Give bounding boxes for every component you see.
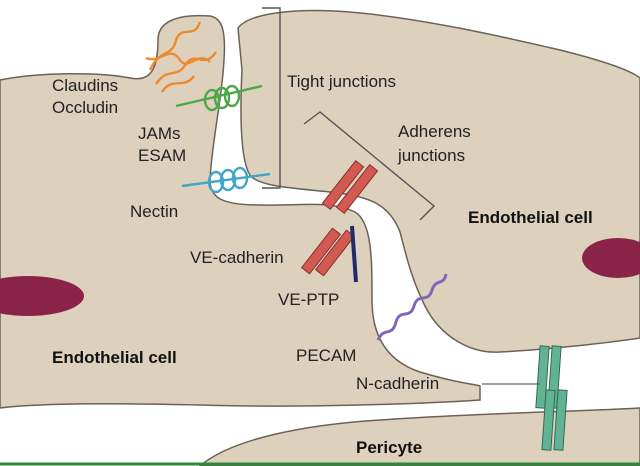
nectin-protein	[181, 166, 271, 194]
label-esam: ESAM	[138, 146, 187, 165]
label-claudins: Claudins	[52, 76, 119, 95]
label-nectin: Nectin	[130, 202, 179, 221]
right-nucleus	[582, 238, 640, 278]
ve-ptp-protein	[350, 225, 358, 283]
tight-junctions-bracket	[262, 7, 281, 189]
label-pecam: PECAM	[296, 346, 357, 365]
right-endothelial-cell	[237, 9, 640, 353]
n-cadherin-protein	[535, 345, 568, 451]
label-adherens-junctions-line2: junctions	[398, 146, 466, 165]
left-endothelial-cell	[0, 14, 481, 409]
label-pericyte: Pericyte	[356, 438, 423, 457]
label-endothelial-cell-left: Endothelial cell	[52, 348, 177, 367]
claudins-occludin-protein	[145, 21, 217, 93]
ve-cadherin-protein	[300, 159, 379, 277]
jams-esam-protein	[175, 84, 263, 112]
label-occludin: Occludin	[52, 98, 119, 117]
label-endothelial-cell-right: Endothelial cell	[468, 208, 593, 227]
pericyte-cell	[198, 407, 640, 466]
pecam-protein	[376, 273, 448, 341]
adherens-junctions-bracket	[303, 111, 436, 221]
label-jams: JAMs	[138, 124, 181, 143]
label-ve-cadherin: VE-cadherin	[190, 248, 284, 267]
label-ve-ptp: VE-PTP	[278, 290, 340, 309]
label-adherens-junctions-line1: Adherens	[398, 122, 471, 141]
label-tight-junctions: Tight junctions	[287, 72, 396, 91]
left-nucleus	[0, 276, 84, 316]
label-n-cadherin: N-cadherin	[356, 374, 440, 393]
